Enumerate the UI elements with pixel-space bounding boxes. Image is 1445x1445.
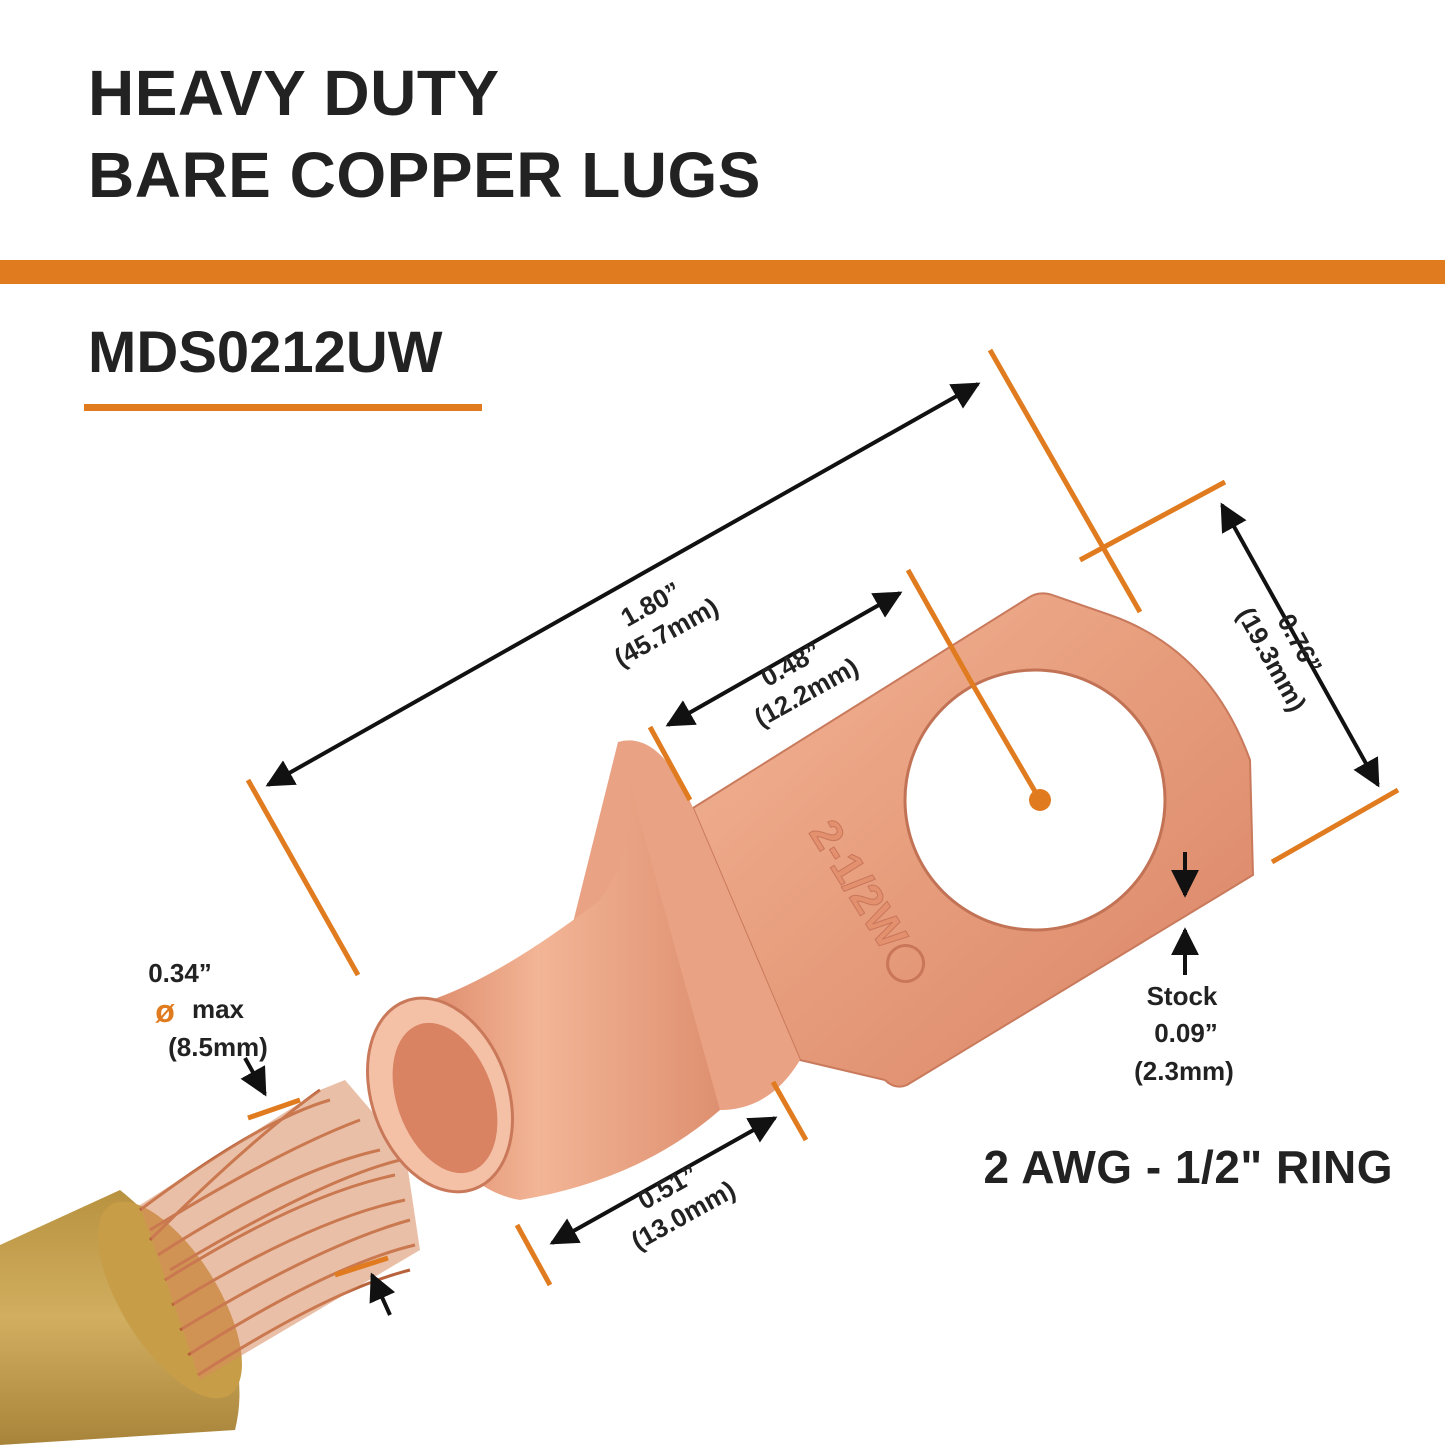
ul-mark-icon	[886, 943, 926, 983]
ring-center-line	[967, 678, 1043, 802]
arrow-overall	[265, 382, 981, 787]
stock-inch: 0.09”	[1154, 1018, 1218, 1048]
label-overall: 1.80” (45.7mm)	[609, 576, 723, 673]
stock-mm: (2.3mm)	[1134, 1056, 1234, 1086]
arrow-barrel	[549, 1116, 778, 1245]
title-line-2: BARE COPPER LUGS	[88, 139, 761, 211]
arrow-width	[1220, 502, 1380, 788]
title-line-1: HEAVY DUTY	[88, 57, 500, 129]
barrel-inner	[392, 1022, 498, 1174]
page-title: HEAVY DUTY BARE COPPER LUGS	[88, 52, 761, 216]
copper-lug: 2-1/2W	[366, 592, 1255, 1200]
ext-overall-left	[245, 778, 361, 977]
ext-width-bottom	[1270, 787, 1400, 865]
model-number: MDS0212UW	[88, 320, 443, 385]
arrow-wire-top	[240, 1057, 267, 1097]
ext-width-top	[1078, 479, 1227, 563]
label-width: 0.76” (19.3mm)	[1231, 602, 1328, 716]
label-wire: 0.34” ø max (8.5mm)	[148, 958, 268, 1062]
cable	[0, 1080, 420, 1445]
ext-barrel-left	[514, 1223, 553, 1287]
diameter-symbol-icon: ø	[155, 993, 175, 1029]
size-spec: 2 AWG - 1/2" RING	[983, 1141, 1393, 1193]
wire-inch: 0.34”	[148, 958, 212, 988]
header-divider	[0, 260, 1445, 284]
wire-mm: (8.5mm)	[168, 1032, 268, 1062]
label-stock: Stock 0.09” (2.3mm)	[1134, 981, 1234, 1086]
ring-center-dot	[1029, 789, 1051, 811]
ext-barrel-right	[770, 1080, 809, 1142]
ext-wire-bottom	[334, 1255, 389, 1278]
arrow-wire-bottom	[369, 1272, 396, 1316]
arrow-ring	[665, 591, 903, 727]
strand-bundle	[140, 1080, 420, 1380]
ext-overall-right	[987, 348, 1143, 614]
dimension-arrows	[240, 382, 1380, 1316]
wire-max: max	[192, 994, 245, 1024]
stock-label: Stock	[1147, 981, 1218, 1011]
ext-wire-top	[247, 1097, 301, 1121]
